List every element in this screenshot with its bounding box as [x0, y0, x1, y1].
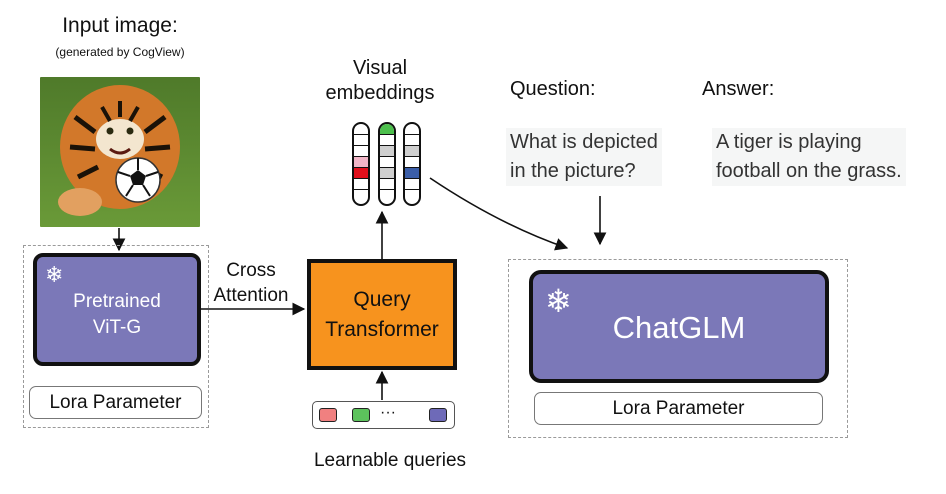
vit-group: [23, 245, 209, 428]
answer-line1: A tiger is playing: [716, 131, 862, 153]
visual-embeddings-line1: Visual: [352, 57, 408, 79]
embeddings-to-chatglm-arrow: [429, 177, 569, 251]
learnable-queries-bar: ···: [312, 401, 455, 429]
query-ellipsis: ···: [380, 404, 396, 421]
embedding-column-1: [352, 122, 370, 206]
question-line1: What is depicted: [510, 131, 658, 153]
chatglm-box: ❄ ChatGLM: [529, 270, 829, 383]
input-tiger-image: [40, 77, 200, 227]
query-transformer-box: Query Transformer: [307, 259, 457, 370]
query-token-blue: [429, 408, 447, 422]
chatglm-group: [508, 259, 848, 438]
chatglm-lora-parameter: Lora Parameter: [534, 392, 823, 425]
visual-embeddings-line2: embeddings: [325, 82, 435, 104]
qformer-line2: Transformer: [325, 317, 439, 341]
question-text: What is depicted in the picture?: [506, 128, 662, 186]
embedding-column-2: [378, 122, 396, 206]
vit-label-line2: ViT-G: [92, 317, 142, 338]
query-token-green: [352, 408, 370, 422]
chatglm-label: ChatGLM: [612, 310, 746, 345]
snowflake-icon: ❄: [45, 262, 64, 287]
visual-embeddings-label: Visual embeddings: [300, 56, 460, 106]
qformer-line1: Query: [353, 287, 411, 311]
pretrained-vit-box: ❄ Pretrained ViT-G: [33, 253, 201, 366]
answer-text: A tiger is playing football on the grass…: [712, 128, 906, 186]
cross-attention-label: Cross Attention: [196, 258, 306, 308]
embedding-column-3: [403, 122, 421, 206]
snowflake-icon: ❄: [545, 283, 572, 319]
question-line2: in the picture?: [510, 160, 636, 182]
answer-header: Answer:: [702, 78, 775, 100]
vit-label-line1: Pretrained: [73, 291, 161, 312]
answer-line2: football on the grass.: [716, 160, 902, 182]
input-image-title: Input image:: [62, 14, 178, 37]
cross-attention-line1: Cross: [226, 260, 276, 281]
learnable-queries-label: Learnable queries: [313, 450, 467, 471]
vit-lora-parameter: Lora Parameter: [29, 386, 202, 419]
cross-attention-line2: Attention: [213, 285, 289, 306]
query-token-red: [319, 408, 337, 422]
question-header: Question:: [510, 78, 596, 100]
input-image-subtitle: (generated by CogView): [55, 45, 185, 59]
